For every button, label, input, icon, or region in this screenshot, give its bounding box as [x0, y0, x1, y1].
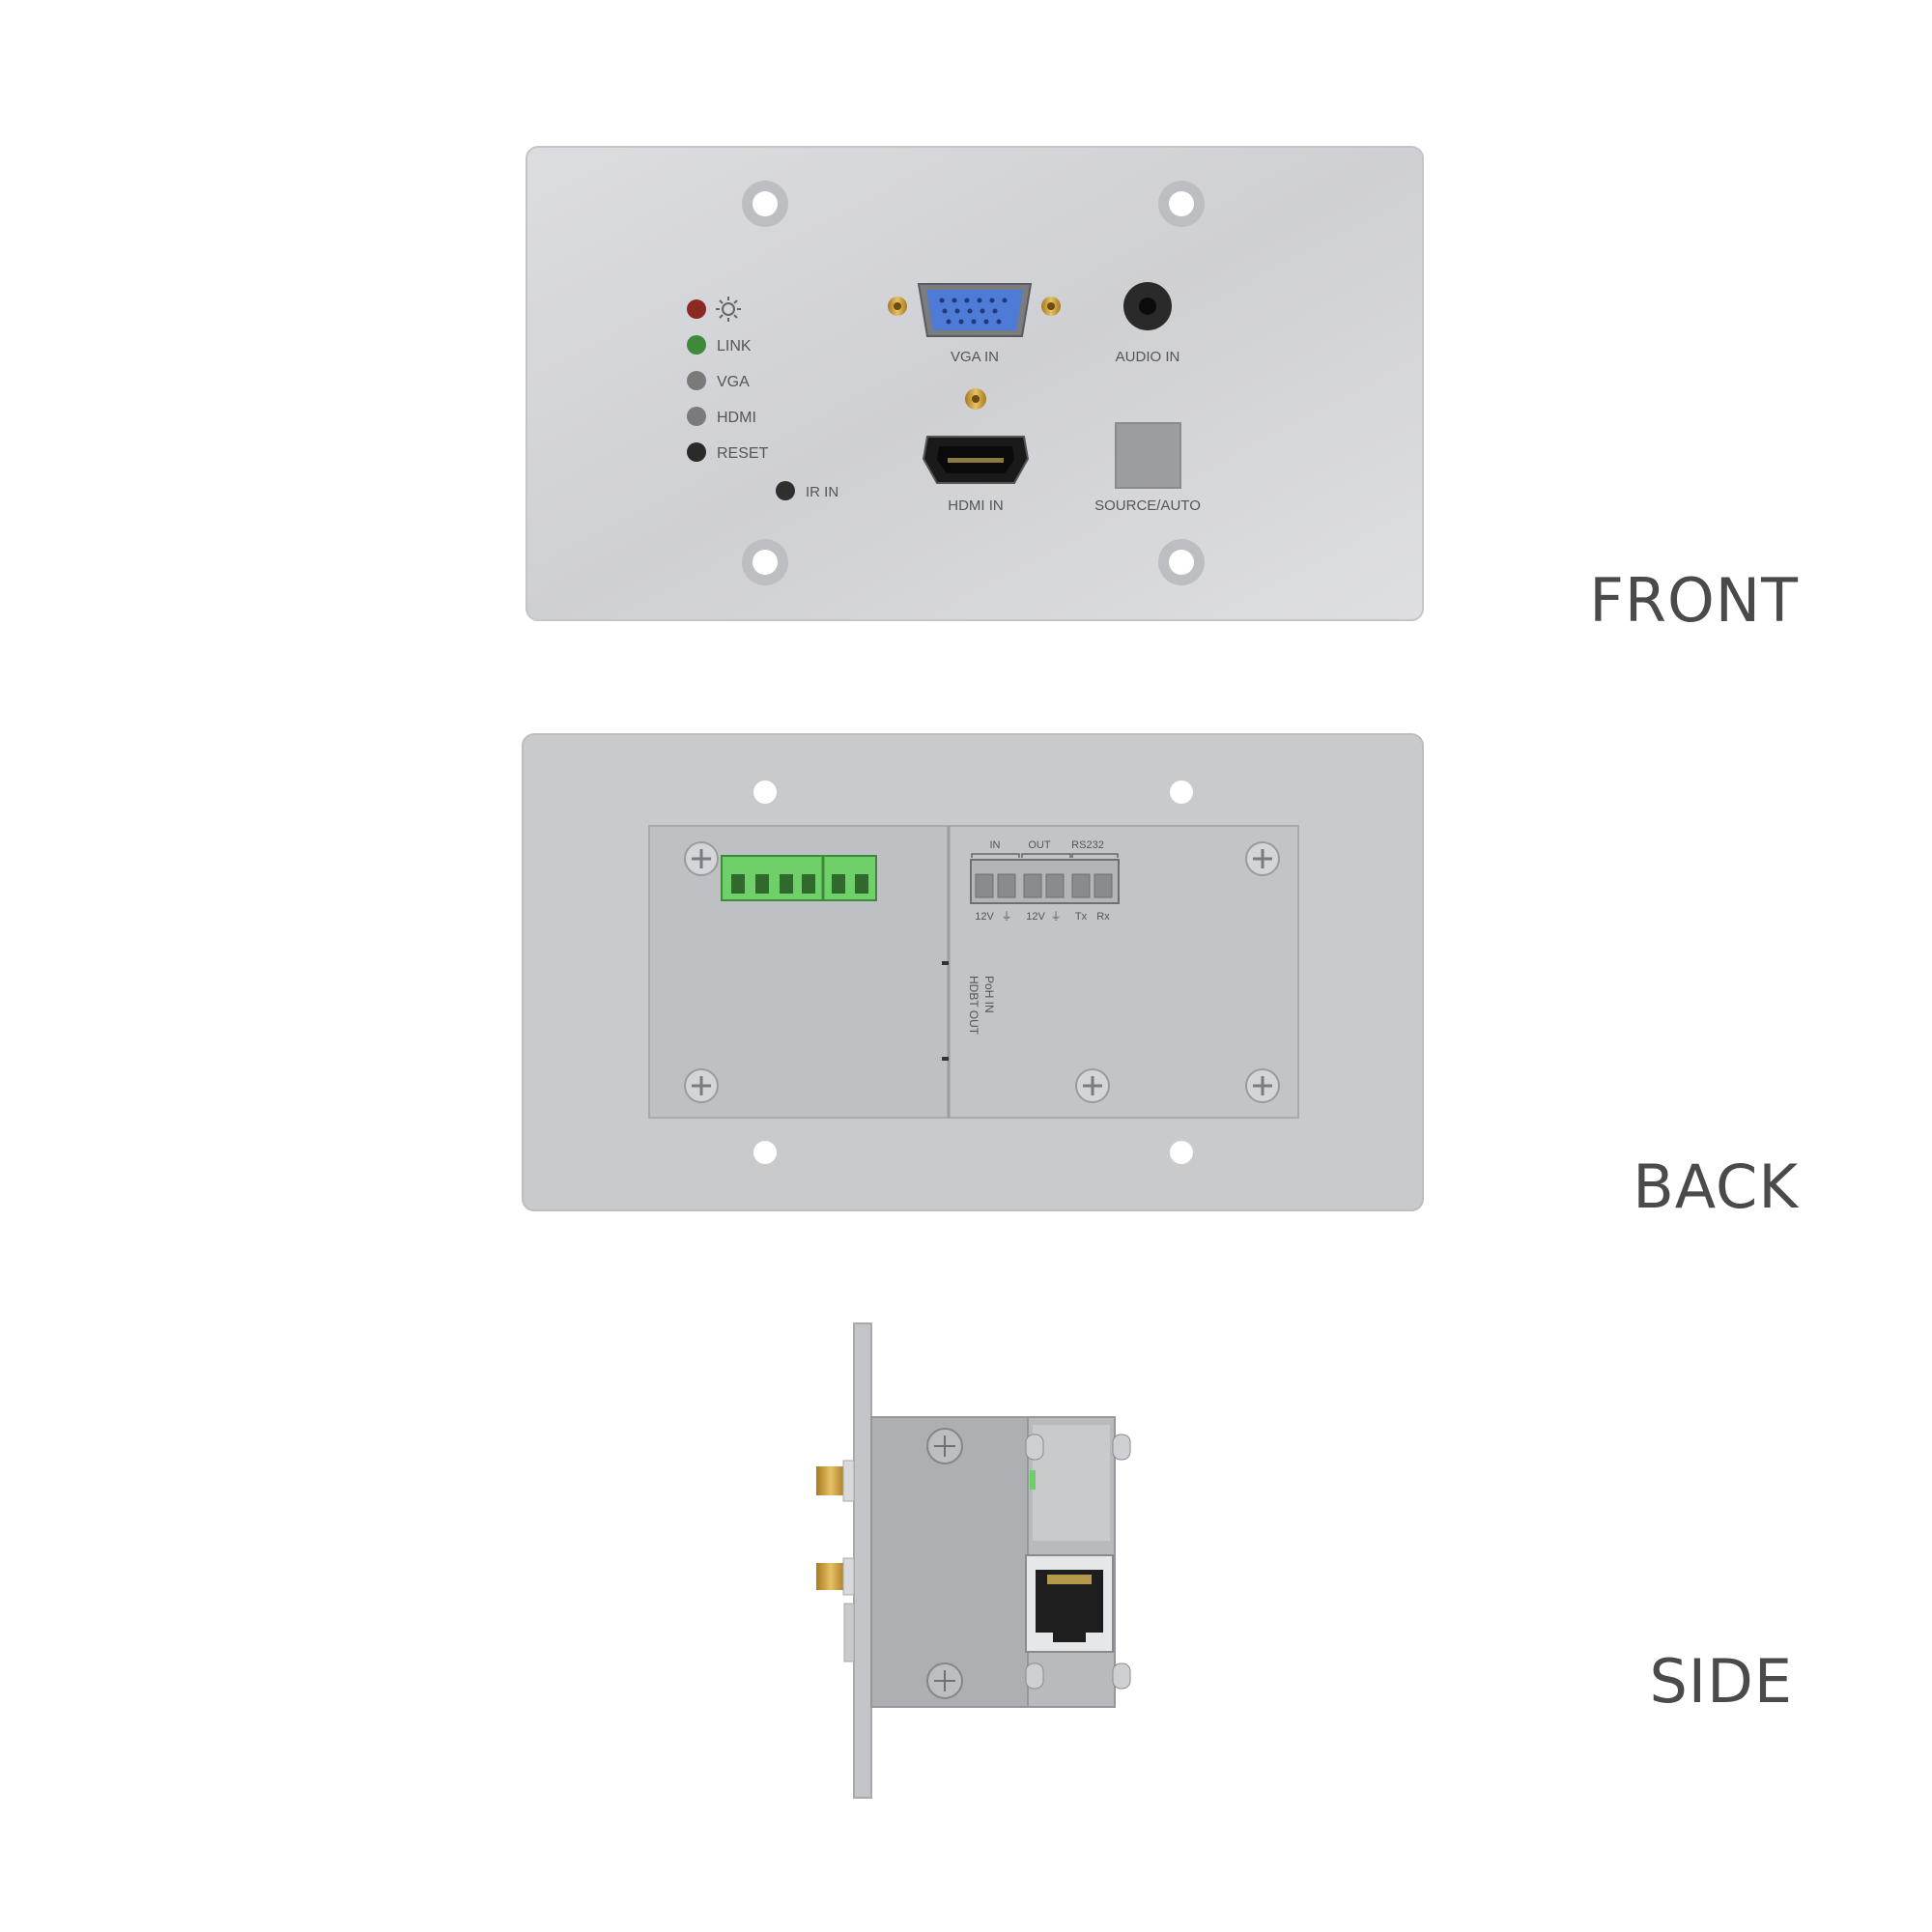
led-power — [687, 297, 741, 322]
side-view-label: SIDE — [1649, 1646, 1793, 1717]
front-panel: LINK VGA HDMI RESET IR IN VGA IN AU — [526, 146, 1424, 621]
terminal-out-label: OUT — [1028, 839, 1051, 851]
pin-label: ⏚ — [1051, 910, 1062, 923]
rj45-port[interactable] — [1025, 1554, 1114, 1653]
sun-icon — [716, 297, 741, 322]
screw — [1112, 1434, 1131, 1461]
pin-label: ⏚ — [1002, 910, 1012, 923]
screw — [1245, 841, 1280, 876]
terminal-rs232-label: RS232 — [1071, 839, 1104, 851]
screw — [926, 1428, 963, 1464]
reset-button[interactable] — [687, 442, 706, 462]
mounting-hole — [1170, 781, 1193, 804]
led-link-label: LINK — [717, 338, 752, 355]
gray-terminal-block[interactable] — [970, 859, 1120, 904]
hdmi-in-label: HDMI IN — [948, 497, 1004, 514]
terminal-in-label: IN — [990, 839, 1001, 851]
pin-label: Rx — [1096, 911, 1110, 923]
led-hdmi — [687, 407, 706, 426]
back-panel: IN OUT RS232 12V ⏚ 12V ⏚ Tx Rx PoH IN HD… — [522, 733, 1424, 1211]
mounting-hole — [1170, 1141, 1193, 1164]
pin-label: 12V — [1026, 911, 1045, 923]
led-hdmi-label: HDMI — [717, 410, 756, 426]
hdmi-screw-side — [816, 1557, 855, 1596]
audio-in-label: AUDIO IN — [1116, 349, 1180, 365]
screw — [1025, 1434, 1044, 1461]
side-view — [816, 1322, 1131, 1799]
mounting-hole — [742, 539, 788, 585]
pin-label: Tx — [1075, 911, 1088, 923]
led-vga — [687, 371, 706, 390]
led-link — [687, 335, 706, 355]
mounting-hole — [1158, 181, 1205, 227]
pin-label: 12V — [975, 911, 994, 923]
hdmi-port[interactable] — [922, 436, 1030, 484]
ir-receiver — [776, 481, 795, 500]
screw — [1112, 1662, 1131, 1690]
screw — [926, 1662, 963, 1699]
hdbt-out-label: HDBT OUT — [967, 976, 980, 1036]
mounting-hole — [753, 781, 777, 804]
mounting-hole — [1158, 539, 1205, 585]
front-view-label: FRONT — [1589, 565, 1799, 636]
source-auto-button[interactable] — [1115, 422, 1181, 489]
screw — [1025, 1662, 1044, 1690]
vga-in-label: VGA IN — [951, 349, 999, 365]
back-view-label: BACK — [1633, 1151, 1799, 1222]
hdmi-screw — [965, 388, 986, 410]
mounting-hole — [742, 181, 788, 227]
screw — [1245, 1068, 1280, 1103]
screw — [684, 841, 719, 876]
mounting-hole — [753, 1141, 777, 1164]
source-auto-label: SOURCE/AUTO — [1094, 497, 1201, 514]
green-terminal-block[interactable] — [721, 855, 877, 901]
screw — [684, 1068, 719, 1103]
vga-port[interactable] — [888, 283, 1061, 337]
ir-in-label: IR IN — [806, 484, 838, 500]
vga-screw-side — [816, 1460, 855, 1502]
poh-in-label: PoH IN — [982, 976, 996, 1013]
led-vga-label: VGA — [717, 374, 750, 390]
screw — [1075, 1068, 1110, 1103]
reset-label: RESET — [717, 445, 769, 462]
audio-jack[interactable] — [1123, 282, 1172, 330]
